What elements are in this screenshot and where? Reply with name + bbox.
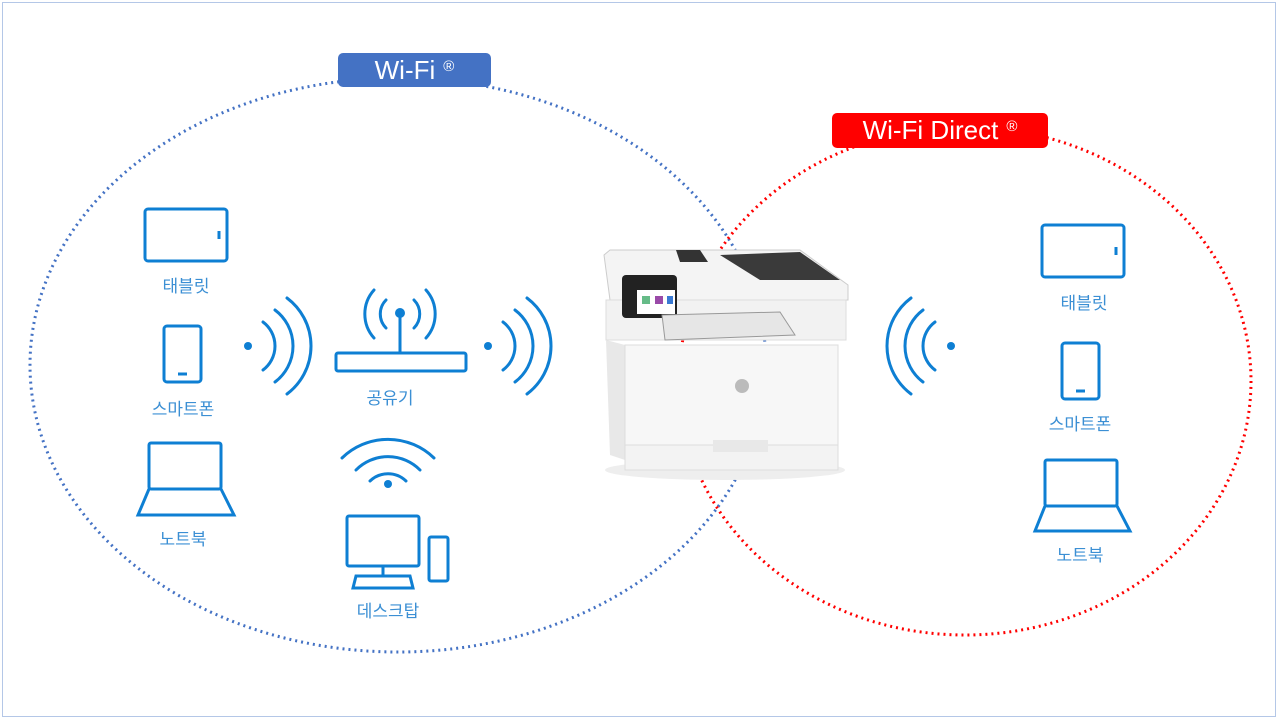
tablet-icon — [1040, 223, 1126, 279]
registered-mark: ® — [1006, 118, 1018, 135]
smartphone-label: 스마트폰 — [1048, 415, 1112, 435]
tablet-icon — [143, 207, 229, 263]
laptop-label: 노트북 — [1056, 546, 1104, 566]
smartphone-label: 스마트폰 — [151, 400, 215, 420]
wifi-direct-title: Wi-Fi Direct — [862, 115, 999, 145]
desktop-icon — [345, 514, 450, 590]
laptop-icon — [1032, 458, 1133, 533]
laptop-icon — [135, 441, 237, 517]
printer-image — [603, 249, 849, 480]
wireless-signal-icon — [261, 296, 313, 396]
tablet-label: 태블릿 — [1060, 294, 1108, 314]
wifi-icon — [340, 437, 436, 483]
registered-mark: ® — [443, 57, 455, 75]
wifi-badge: Wi-Fi ® — [338, 53, 491, 87]
tablet-label: 태블릿 — [162, 277, 210, 297]
router-icon — [334, 288, 468, 373]
wireless-signal-icon — [501, 296, 553, 396]
wifi-title: Wi-Fi — [374, 54, 436, 85]
smartphone-icon — [1060, 341, 1101, 401]
wifi-direct-badge: Wi-Fi Direct ® — [832, 113, 1048, 148]
router-label: 공유기 — [366, 389, 414, 409]
desktop-label: 데스크탑 — [356, 602, 420, 622]
smartphone-icon — [162, 324, 203, 384]
wireless-signal-icon — [885, 296, 937, 396]
laptop-label: 노트북 — [159, 530, 207, 550]
